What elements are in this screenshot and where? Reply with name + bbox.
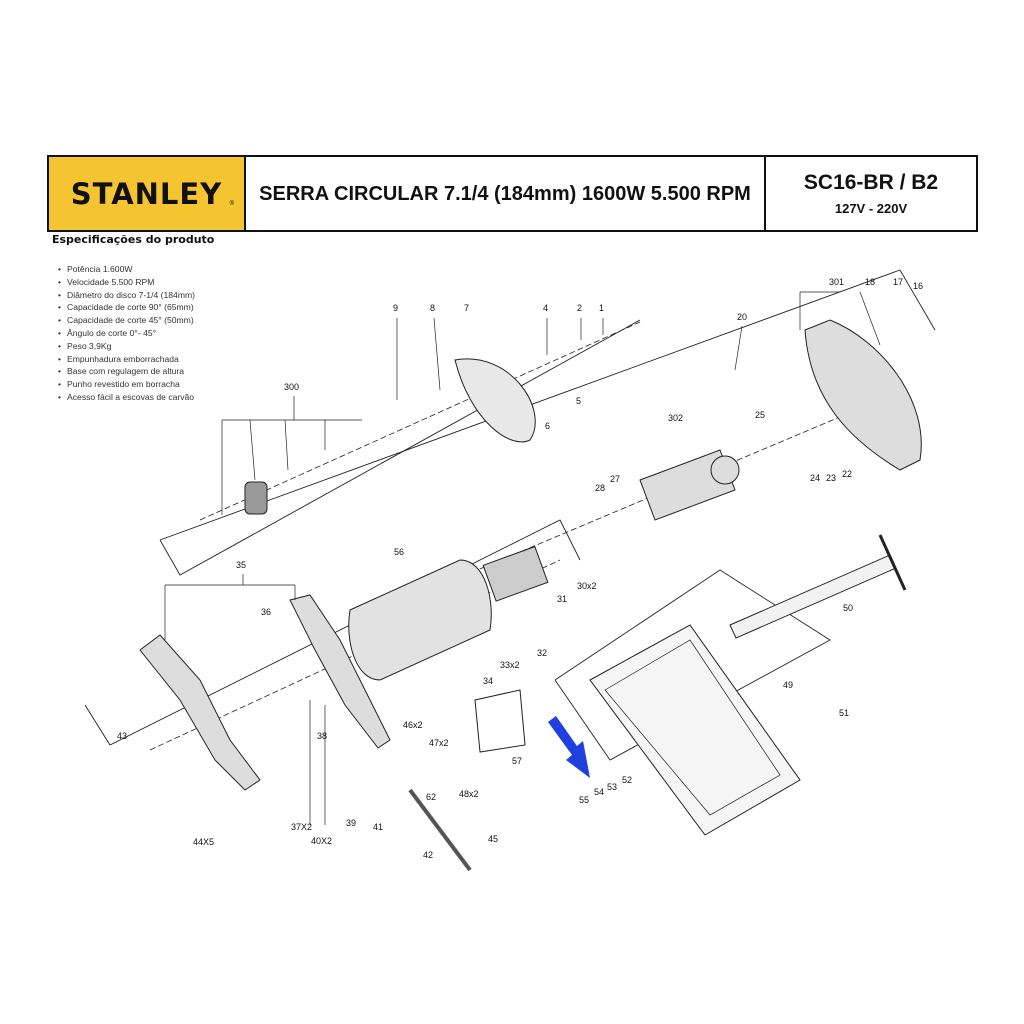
spec-item: Velocidade 5.500 RPM — [58, 276, 195, 289]
part-label: 54 — [594, 787, 605, 797]
part-label: 57 — [512, 756, 523, 766]
part-label: 45 — [488, 834, 499, 844]
part-label: 28 — [595, 483, 606, 493]
rip-fence — [729, 554, 897, 639]
part-label: 23 — [826, 473, 837, 483]
fan — [244, 481, 268, 515]
part-label: 8 — [430, 303, 436, 313]
spec-item: Base com regulagem de altura — [58, 365, 195, 378]
part-label: 52 — [622, 775, 633, 785]
part-label: 22 — [842, 469, 853, 479]
product-title: SERRA CIRCULAR 7.1/4 (184mm) 1600W 5.500… — [246, 157, 766, 230]
part-label: 18 — [865, 277, 876, 287]
part-label: 7 — [464, 303, 470, 313]
part-label: 48x2 — [459, 789, 479, 799]
spec-item: Punho revestido em borracha — [58, 378, 195, 391]
part-label: 9 — [393, 303, 399, 313]
voltage: 127V - 220V — [834, 201, 908, 216]
part-label: 43 — [117, 731, 128, 741]
handle-right — [289, 594, 391, 749]
part-label: 55 — [579, 795, 590, 805]
part-label: 24 — [810, 473, 821, 483]
spec-item: Peso 3,9Kg — [58, 340, 195, 353]
part-label: 17 — [893, 277, 904, 287]
part-label: 5 — [576, 396, 582, 406]
specs-list: Potência 1.600W Velocidade 5.500 RPM Diâ… — [58, 263, 195, 404]
part-label: 2 — [577, 303, 583, 313]
title-block: STANLEY® SERRA CIRCULAR 7.1/4 (184mm) 16… — [47, 155, 978, 232]
motor-housing — [348, 559, 492, 681]
spec-item: Capacidade de corte 90° (65mm) — [58, 301, 195, 314]
part-label: 35 — [236, 560, 247, 570]
part-label: 47x2 — [429, 738, 449, 748]
part-label: 25 — [755, 410, 766, 420]
part-label: 6 — [545, 421, 551, 431]
part-label: 27 — [610, 474, 621, 484]
part-label: 32 — [537, 648, 548, 658]
blue-arrow-icon — [548, 716, 590, 778]
part-label: 50 — [843, 603, 854, 613]
part-label: 34 — [483, 676, 494, 686]
part-label: 53 — [607, 782, 618, 792]
part-label: 49 — [783, 680, 794, 690]
part-label: 56 — [394, 547, 405, 557]
part-label: 42 — [423, 850, 434, 860]
part-label: 300 — [284, 382, 300, 392]
model-number: SC16-BR / B2 — [803, 171, 939, 194]
part-label: 1 — [599, 303, 605, 313]
power-cord — [408, 788, 472, 872]
leader-lines — [164, 291, 881, 825]
part-label: 41 — [373, 822, 384, 832]
spec-item: Acesso fácil a escovas de carvão — [58, 391, 195, 404]
spec-item: Diâmetro do disco 7-1/4 (184mm) — [58, 289, 195, 302]
spec-item: Potência 1.600W — [58, 263, 195, 276]
part-label: 30x2 — [577, 581, 597, 591]
blade-guard — [454, 358, 536, 443]
spec-item: Capacidade de corte 45° (50mm) — [58, 314, 195, 327]
handle-left — [139, 634, 261, 791]
part-label: 4 — [543, 303, 549, 313]
part-label: 44X5 — [193, 837, 215, 847]
model-cell: SC16-BR / B2 127V - 220V — [766, 157, 976, 230]
field-coil — [482, 545, 549, 602]
part-label: 51 — [839, 708, 850, 718]
part-label: 40X2 — [311, 836, 333, 846]
part-label: 36 — [261, 607, 272, 617]
part-label: 301 — [829, 277, 845, 287]
part-label: 302 — [668, 413, 684, 423]
part-label: 62 — [426, 792, 437, 802]
part-label: 16 — [913, 281, 924, 291]
bag — [474, 689, 526, 753]
armature — [639, 449, 740, 521]
part-label: 31 — [557, 594, 568, 604]
part-label: 38 — [317, 731, 328, 741]
part-label: 37X2 — [291, 822, 313, 832]
part-label: 20 — [737, 312, 748, 322]
spec-item: Empunhadura emborrachada — [58, 353, 195, 366]
stanley-logo: STANLEY® — [49, 157, 246, 230]
spec-item: Ângulo de corte 0°- 45° — [58, 327, 195, 340]
part-label: 39 — [346, 818, 357, 828]
part-label: 33x2 — [500, 660, 520, 670]
base-plate — [589, 624, 801, 836]
gear-housing — [804, 319, 922, 471]
specs-heading: Especificações do produto — [52, 233, 215, 246]
part-label: 46x2 — [403, 720, 423, 730]
brand-name: STANLEY — [70, 176, 223, 211]
